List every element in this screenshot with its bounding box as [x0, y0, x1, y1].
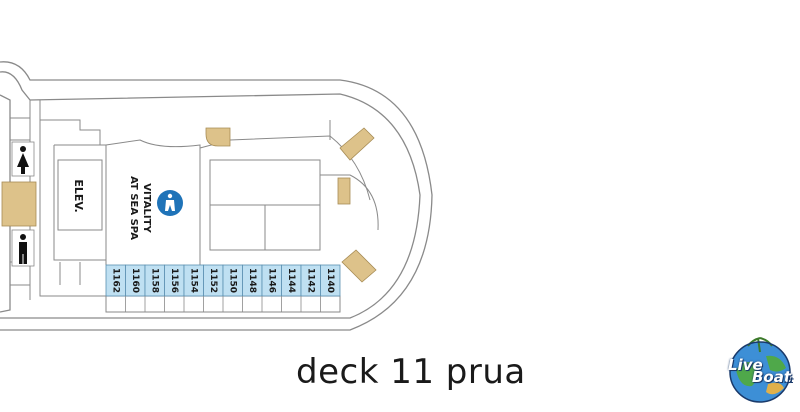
cabin-1158: 1158	[144, 264, 165, 312]
cabin-1152: 1152	[203, 264, 224, 312]
cabin-number: 1158	[149, 268, 159, 293]
cabin-number: 1162	[110, 268, 120, 293]
cabin-number: 1142	[305, 268, 315, 293]
cabin-1140: 1140	[320, 264, 341, 312]
svg-text:AT SEA SPA: AT SEA SPA	[128, 176, 139, 240]
womens-restroom-icon	[11, 141, 35, 177]
mens-restroom-icon	[11, 229, 35, 267]
stairs-icon	[1, 127, 377, 283]
cabin-1146: 1146	[261, 264, 282, 312]
elevator-label: ELEV.	[72, 179, 85, 212]
spa-label: VITALITY AT SEA SPA	[128, 176, 152, 240]
svg-text:VITALITY: VITALITY	[141, 183, 152, 233]
deck-title: deck 11 prua	[296, 352, 526, 392]
cabin-1142: 1142	[300, 264, 321, 312]
logo-word-boat: Boat	[752, 368, 792, 386]
cabin-1160: 1160	[125, 264, 146, 312]
svg-text:ELEV.: ELEV.	[72, 179, 85, 212]
cabin-number: 1150	[227, 268, 237, 293]
cabin-1150: 1150	[222, 264, 243, 312]
cabin-1162: 1162	[105, 264, 126, 312]
cabin-number: 1144	[286, 268, 296, 293]
cabin-number: 1152	[208, 268, 218, 293]
spa-accessibility-icon	[157, 190, 183, 216]
cabin-number: 1160	[130, 268, 140, 293]
logo-suffix: .it	[784, 376, 794, 385]
logo-word-live: Live	[728, 356, 763, 374]
cabin-1154: 1154	[183, 264, 204, 312]
cabin-1144: 1144	[281, 264, 302, 312]
globe-icon	[729, 337, 791, 403]
cabin-number: 1140	[325, 268, 335, 293]
interior-walls	[10, 100, 379, 300]
cabin-number: 1154	[188, 268, 198, 293]
cabin-1156: 1156	[164, 264, 185, 312]
liveboat-logo: Live Boat .it	[722, 330, 798, 408]
cabin-number: 1146	[266, 268, 276, 293]
cabin-row: 1162 1160 1158 1156 1154 1152 1150 1148 1146 1144…	[105, 264, 341, 312]
cabin-number: 1156	[169, 268, 179, 293]
cabin-1148: 1148	[242, 264, 263, 312]
cabin-number: 1148	[247, 268, 257, 293]
